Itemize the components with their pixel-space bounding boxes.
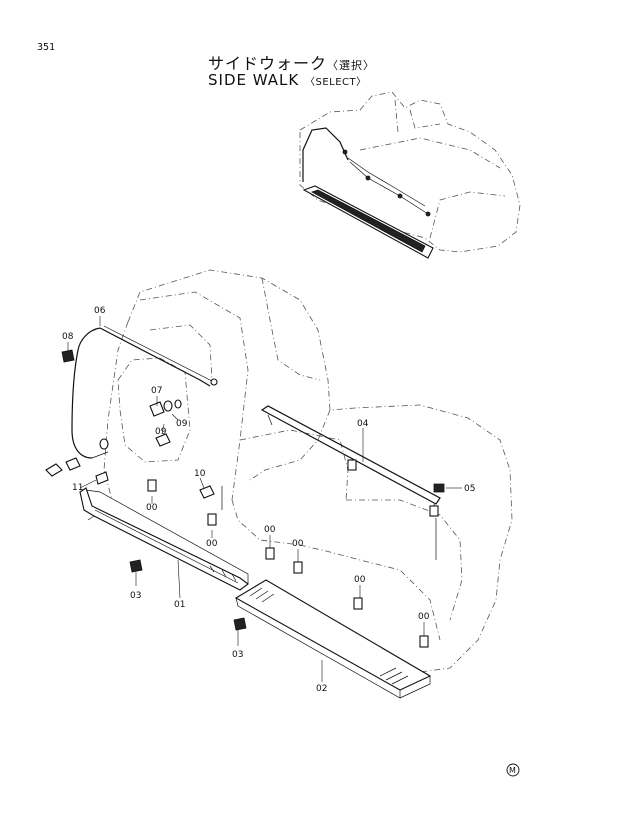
callout-00-b: 00	[206, 539, 218, 549]
m-mark: M	[506, 763, 520, 777]
callout-01: 01	[174, 600, 185, 610]
step-02	[234, 579, 432, 699]
callout-09-a: 09	[176, 419, 188, 429]
page-number: 351	[37, 42, 56, 53]
leader-lines	[67, 316, 462, 682]
title-en-main: SIDE WALK	[208, 71, 300, 89]
callout-09-b: 09	[155, 427, 167, 437]
title-english: SIDE WALK 〈SELECT〉	[208, 71, 367, 89]
callout-00-d: 00	[292, 539, 304, 549]
overview-machine	[299, 91, 521, 259]
callout-00-a: 00	[146, 503, 158, 513]
title-jp-sub: 〈選択〉	[327, 59, 376, 72]
callout-04: 04	[357, 419, 369, 429]
callout-00-c: 00	[264, 525, 276, 535]
machine-ghost-outline	[103, 269, 513, 673]
callout-00-f: 00	[418, 612, 430, 622]
callout-02: 02	[316, 684, 327, 694]
hardware-bolts	[45, 349, 445, 648]
callout-11: 11	[72, 483, 83, 493]
step-01	[79, 487, 249, 591]
grab-rail-06	[71, 325, 218, 459]
handrail-04	[260, 405, 441, 560]
title-en-sub: 〈SELECT〉	[305, 77, 367, 88]
callout-00-e: 00	[354, 575, 366, 585]
callout-03-a: 03	[130, 591, 141, 601]
title-jp-main: サイドウォーク	[208, 54, 328, 73]
callout-06: 06	[94, 306, 106, 316]
callout-10: 10	[194, 469, 206, 479]
callout-07: 07	[151, 386, 162, 396]
title-japanese: サイドウォーク〈選択〉	[208, 50, 375, 74]
callout-labels: 06 08 07 09 09 11 10 00 00 00 00 00 00 0…	[62, 306, 475, 694]
callout-08: 08	[62, 332, 74, 342]
callout-05: 05	[464, 484, 475, 494]
callout-03-b: 03	[232, 650, 243, 660]
m-mark-letter: M	[509, 766, 516, 775]
